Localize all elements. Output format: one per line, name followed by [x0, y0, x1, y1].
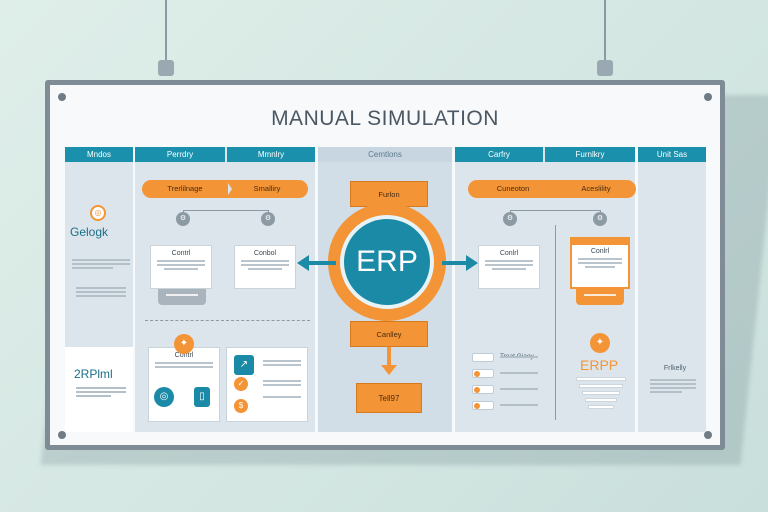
- brand-ring-icon: ◎: [90, 205, 106, 221]
- erp-label: ERPP: [580, 357, 619, 373]
- list-item: [472, 385, 547, 395]
- tray-gray: [158, 289, 206, 305]
- card-title: Conlrl: [590, 248, 610, 255]
- brand-top: Gelogk: [70, 225, 109, 239]
- pill-smalliry: Smalliry: [226, 180, 308, 198]
- brand-caption: [72, 257, 130, 271]
- arrow-right-head: [466, 255, 478, 271]
- gear-icon: ⚙: [176, 212, 190, 226]
- check-icon: ✓: [234, 377, 248, 391]
- pill-aceslility: Aceslility: [556, 180, 636, 198]
- box-tell97: Tell97: [356, 383, 422, 413]
- arrow-left-head: [297, 255, 309, 271]
- header-mmnlry: Mmnlry: [227, 147, 315, 162]
- card-conbol: Conbol: [234, 245, 296, 289]
- card-title: Conbol: [253, 250, 277, 257]
- header-furnlkry: Furnlkry: [545, 147, 635, 162]
- connector: [183, 210, 268, 211]
- brand-caption-2: [76, 285, 126, 299]
- card-contrl-left: Contrl: [150, 245, 212, 289]
- screw: [58, 93, 66, 101]
- erp-board: MANUAL SIMULATION Mndos Perrdry Mmnlry C…: [45, 80, 725, 450]
- lightbulb-icon: ✦: [174, 334, 194, 354]
- list-item: [472, 353, 547, 363]
- hook-right: [597, 60, 613, 76]
- brand-bottom-caption: [76, 385, 126, 399]
- list-item: [472, 401, 547, 411]
- hanging-wire-right: [604, 0, 606, 64]
- arrow-right-shaft: [442, 261, 466, 265]
- card-title: Contrl: [171, 250, 191, 257]
- connector: [510, 210, 600, 211]
- brand-bottom: 2RPlml: [74, 367, 113, 381]
- hook-left: [158, 60, 174, 76]
- gear-icon: ⚙: [593, 212, 607, 226]
- header-mndos: Mndos: [65, 147, 133, 162]
- arrow-down-head: [381, 365, 397, 375]
- dashed-divider: [145, 320, 310, 321]
- gear-icon: ⚙: [261, 212, 275, 226]
- header-cemtlons: Cemtlons: [318, 147, 452, 162]
- screw: [58, 431, 66, 439]
- box-canlley: Canlley: [350, 321, 428, 347]
- side-note-lines: [650, 377, 696, 395]
- arrow-down-shaft: [387, 347, 391, 367]
- card-conlrl-highlight: Conlrl: [570, 237, 630, 289]
- screw: [704, 431, 712, 439]
- hanging-wire-left: [165, 0, 167, 64]
- vertical-divider: [555, 225, 556, 420]
- header-perrdry: Perrdry: [135, 147, 225, 162]
- dollar-icon: $: [234, 399, 248, 413]
- side-note-title: Frlkelly: [663, 365, 687, 372]
- board-title: MANUAL SIMULATION: [271, 107, 499, 130]
- arrow-left-shaft: [308, 261, 336, 265]
- pill-cuneoton: Cuneoton: [468, 180, 558, 198]
- card-title: Contrl: [174, 352, 194, 359]
- card-title: Conlrl: [499, 250, 519, 257]
- card-contrl-bottom: Contrl: [148, 347, 220, 422]
- list-item: [472, 369, 547, 379]
- chart-icon: ↗: [234, 355, 254, 375]
- header-unit-sas: Unit Sas: [638, 147, 706, 162]
- card-conlrl-left: Conlrl: [478, 245, 540, 289]
- lightbulb-icon: ✦: [590, 333, 610, 353]
- screw: [704, 93, 712, 101]
- erp-hub: ERP: [340, 215, 434, 309]
- brand-bottom-panel: [65, 347, 133, 432]
- pill-trerlilnage: Trerlilnage: [142, 180, 228, 198]
- gear-icon: ⚙: [503, 212, 517, 226]
- tray-orange: [576, 289, 624, 305]
- header-carfry: Carfry: [455, 147, 543, 162]
- phone-icon: ▯: [194, 387, 210, 407]
- target-icon: ◎: [154, 387, 174, 407]
